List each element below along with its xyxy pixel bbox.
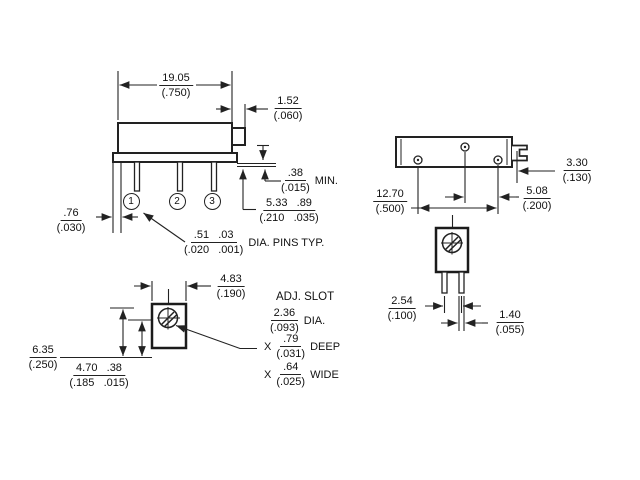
dim-tab: 1.52 (.060) — [274, 95, 303, 123]
adj-slot-wide-prefix: X — [264, 368, 272, 381]
dim-body-width-in: (.750) — [161, 87, 191, 99]
seating-plane-lines — [237, 162, 276, 168]
pin-number-1: 1 — [122, 192, 140, 210]
pin-dia-leader — [143, 212, 186, 243]
pin-number-1-label: 1 — [128, 195, 134, 207]
front-view — [60, 281, 257, 359]
front-view-screw-slot — [160, 311, 178, 328]
adj-slot-deep-prefix: X — [264, 340, 272, 353]
adj-slot-wide: X .64 (.025) WIDE — [264, 361, 339, 389]
dim-tab-length-in: (.130) — [562, 172, 592, 184]
dim-pin-diameter: .51 .03 (.020 .001) DIA. PINS TYP. — [184, 229, 324, 257]
adj-slot-deep-mm: .79 — [280, 333, 302, 347]
outer-pin-extensions — [417, 165, 499, 214]
end-view-screw-slot — [444, 236, 462, 253]
front-height-references — [60, 307, 152, 359]
top-view — [395, 136, 555, 214]
dim-edge-offset-mm: .76 — [60, 207, 82, 221]
dim-pin-diameter-suffix: DIA. PINS TYP. — [248, 236, 325, 249]
adj-slot-dia-suffix: DIA. — [303, 314, 326, 327]
adj-slot-dia-in: (.093) — [270, 322, 299, 334]
dim-standoff: .38 (.015) MIN. — [281, 167, 338, 195]
dim-front-width-mm: 4.83 — [217, 273, 245, 287]
dim-standoff-mm: .38 — [284, 167, 307, 181]
dim-front-width-in: (.190) — [216, 288, 246, 300]
dim-screw-center: 4.70 .38 (.185 .015) — [69, 362, 128, 390]
end-view — [425, 215, 488, 331]
dim-tab-mm: 1.52 — [274, 95, 302, 109]
width-extension-lines — [117, 71, 233, 122]
adj-slot-wide-mm: .64 — [280, 361, 302, 375]
adj-slot-leader — [175, 324, 257, 350]
dim-front-height: 6.35 (.250) — [29, 344, 58, 372]
dim-edge-offset-in: (.030) — [56, 222, 86, 234]
dim-pin-width-in: (.055) — [495, 324, 525, 336]
side-view — [96, 71, 281, 243]
dim-body-width-mm: 19.05 — [159, 72, 193, 86]
dim-screw-center-in: (.185 .015) — [69, 377, 129, 389]
side-view-pin-1 — [133, 161, 141, 192]
adj-slot-dia-mm: 2.36 — [270, 307, 299, 321]
adj-slot-deep: X .79 (.031) DEEP — [264, 333, 340, 361]
dim-pin-pitch-end: 2.54 (.100) — [388, 295, 417, 323]
adj-slot-title: ADJ. SLOT — [276, 291, 335, 303]
adj-slot-wide-suffix: WIDE — [310, 368, 339, 381]
front-width-extensions — [151, 281, 187, 301]
side-view-mount-tab — [231, 127, 246, 146]
adj-slot-deep-suffix: DEEP — [310, 340, 341, 353]
dim-front-height-in: (.250) — [28, 359, 58, 371]
dim-outer-pin-span-in: (.500) — [375, 203, 405, 215]
dim-pin-pitch-end-in: (.100) — [387, 310, 417, 322]
dim-pin-pitch-top-in: (.200) — [522, 200, 552, 212]
adj-slot-deep-in: (.031) — [276, 348, 306, 360]
dim-front-height-mm: 6.35 — [29, 344, 57, 358]
top-view-pin-3-dot — [496, 158, 500, 162]
dim-pin-pitch-end-mm: 2.54 — [388, 295, 416, 309]
dim-standoff-suffix: MIN. — [314, 174, 338, 187]
dim-tab-length: 3.30 (.130) — [563, 157, 592, 185]
dim-pin-diameter-mm: .51 .03 — [190, 229, 237, 243]
top-view-pin-1-dot — [416, 158, 420, 162]
top-view-mount-tab — [512, 144, 528, 162]
dim-pin-diameter-in: (.020 .001) — [184, 244, 244, 256]
dim-pin-length-mm: 5.33 .89 — [263, 197, 315, 211]
side-view-pin-3 — [210, 161, 218, 192]
dim-standoff-in: (.015) — [281, 182, 310, 194]
dim-pin-pitch-top: 5.08 (.200) — [523, 185, 552, 213]
top-view-inner-edges — [400, 139, 508, 165]
pin-number-3: 3 — [203, 192, 221, 210]
pin-pitch-extensions — [443, 296, 463, 313]
dim-screw-center-mm: 4.70 .38 — [73, 362, 125, 376]
dim-tab-in: (.060) — [273, 110, 303, 122]
offset-extension-lines — [112, 163, 122, 233]
side-view-pin-2 — [176, 161, 184, 192]
dim-pin-width-mm: 1.40 — [496, 309, 524, 323]
dim-pin-width: 1.40 (.055) — [496, 309, 525, 337]
pin-number-2: 2 — [168, 192, 186, 210]
dim-outer-pin-span: 12.70 (.500) — [373, 188, 407, 216]
dim-body-width: 19.05 (.750) — [159, 72, 193, 100]
dim-tab-length-mm: 3.30 — [563, 157, 591, 171]
end-view-pin-left — [441, 271, 448, 294]
pin-width-extensions — [458, 296, 465, 331]
side-view-body — [117, 122, 233, 154]
dim-front-width: 4.83 (.190) — [217, 273, 246, 301]
adj-slot-wide-in: (.025) — [276, 376, 306, 388]
top-view-pin-center-dot — [463, 145, 467, 149]
dim-pin-length: 5.33 .89 (.210 .035) — [259, 197, 318, 225]
adj-slot-dia: 2.36 (.093) DIA. — [270, 307, 325, 335]
dim-pin-pitch-top-mm: 5.08 — [523, 185, 551, 199]
dim-pin-length-in: (.210 .035) — [259, 212, 319, 224]
pin-number-3-label: 3 — [209, 195, 215, 207]
end-view-pin-right — [458, 271, 465, 294]
side-view-base-flange — [112, 152, 238, 163]
dim-outer-pin-span-mm: 12.70 — [373, 188, 407, 202]
dim-edge-offset: .76 (.030) — [57, 207, 86, 235]
pin-number-2-label: 2 — [174, 195, 180, 207]
